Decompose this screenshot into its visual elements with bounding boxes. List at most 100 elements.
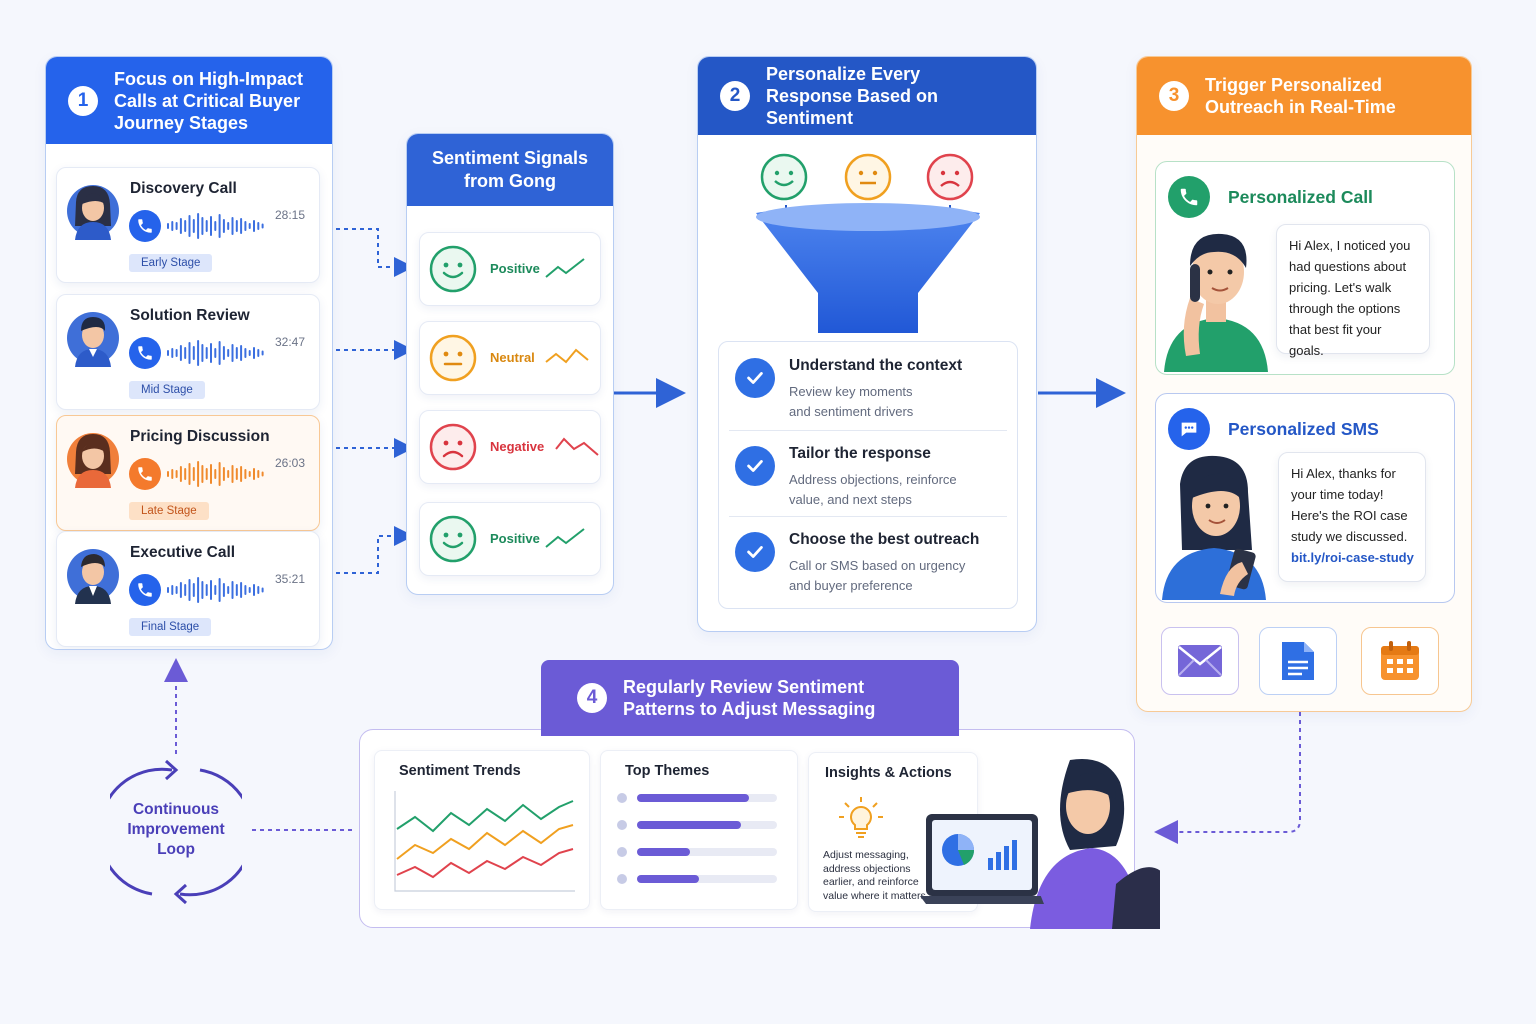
theme-bar [617,793,779,803]
connector-discovery [320,228,414,277]
call-duration: 28:15 [275,208,306,222]
call-title: Solution Review [130,307,250,324]
step-desc: Call or SMS based on urgency and buyer p… [789,558,966,593]
insights-title: Insights & Actions [825,765,952,781]
theme-bar [617,847,779,857]
step3-header: 3 Trigger Personalized Outreach in Real-… [1137,57,1471,135]
personalized-sms-card[interactable]: Personalized SMS Hi Alex, thanks for you… [1155,393,1455,603]
sentiment-trends-title: Sentiment Trends [399,763,521,779]
phone-icon[interactable] [129,574,161,606]
neutral-face-icon [429,334,477,382]
personalized-call-card[interactable]: Personalized Call Hi Alex, I noticed you… [1155,161,1455,375]
theme-bar-fill [637,794,749,802]
step4-number: 4 [577,683,607,713]
calendar-channel-button[interactable] [1361,627,1439,695]
step2-header: 2 Personalize Every Response Based on Se… [698,57,1036,135]
signals-header: Sentiment Signals from Gong [407,134,613,206]
call-duration: 26:03 [275,456,306,470]
signal-card-negative[interactable]: Negative [419,410,601,484]
theme-bar [617,874,779,884]
insights-text: Adjust messaging, address objections ear… [823,849,929,902]
step-tailor-response[interactable]: Tailor the response Address objections, … [719,430,1017,516]
document-channel-button[interactable] [1259,627,1337,695]
call-duration: 32:47 [275,335,306,349]
step3-panel: 3 Trigger Personalized Outreach in Real-… [1136,56,1472,712]
top-themes-card[interactable]: Top Themes [600,750,798,910]
theme-bar-fill [637,875,699,883]
audio-waveform-icon [167,577,264,603]
sentiment-trends-chart [394,791,575,892]
signal-card-neutral[interactable]: Neutral [419,321,601,395]
signal-label: Negative [490,439,545,454]
avatar-man-icon [67,549,119,604]
stage-badge: Late Stage [129,502,209,520]
signal-label: Positive [490,531,540,546]
call-card-title: Personalized Call [1228,187,1373,207]
theme-bullet-icon [617,847,627,857]
theme-bullet-icon [617,820,627,830]
phone-icon[interactable] [129,210,161,242]
step-desc: Review key moments and sentiment drivers [789,384,914,419]
calendar-icon [1381,641,1419,680]
audio-waveform-icon [167,461,264,487]
step4-header: 4 Regularly Review Sentiment Patterns to… [541,660,959,736]
signal-card-positive[interactable]: Positive [419,232,601,306]
email-channel-button[interactable] [1161,627,1239,695]
stage-badge: Final Stage [129,618,212,636]
check-circle-icon [735,532,775,572]
sms-message-bubble: Hi Alex, thanks for your time today! Her… [1278,452,1426,582]
step3-number: 3 [1159,81,1189,111]
man-on-phone-illustration [1164,233,1268,372]
call-duration: 35:21 [275,572,306,586]
audio-waveform-icon [167,213,264,239]
avatar-man-icon [67,312,119,367]
call-title: Pricing Discussion [130,428,270,445]
trend-up-icon [545,258,585,278]
response-steps-list: Understand the context Review key moment… [718,341,1018,609]
step-title: Tailor the response [789,445,931,462]
check-circle-icon [735,446,775,486]
chat-bubble-icon [1168,408,1210,450]
connector-executive [320,526,414,574]
theme-bar-fill [637,848,691,856]
sms-card-title: Personalized SMS [1228,419,1379,439]
avatar-woman-icon [67,433,119,488]
signals-title: Sentiment Signals from Gong [431,148,589,191]
sad-face-icon [429,423,477,471]
audio-waveform-icon [167,340,264,366]
phone-icon[interactable] [129,337,161,369]
step1-header: 1 Focus on High-Impact Calls at Critical… [46,57,332,144]
signal-label: Positive [490,261,540,276]
happy-face-icon [429,245,477,293]
avatar-woman-icon [67,185,119,240]
step2-title: Personalize Every Response Based on Sent… [766,64,939,128]
call-card-discovery[interactable]: Discovery Call 28:15 Early Stage [56,167,320,283]
call-title: Executive Call [130,544,236,561]
check-circle-icon [735,358,775,398]
call-card-pricing-discussion[interactable]: Pricing Discussion 26:03 Late Stage [56,415,320,531]
continuous-improvement-loop: Continuous Improvement Loop [97,758,255,906]
call-card-executive[interactable]: Executive Call 35:21 Final Stage [56,531,320,647]
step-choose-outreach[interactable]: Choose the best outreach Call or SMS bas… [719,516,1017,602]
sentiment-signals-panel: Sentiment Signals from Gong Positive Neu… [406,133,614,595]
sentiment-trends-card[interactable]: Sentiment Trends [374,750,590,910]
call-title: Discovery Call [130,180,237,197]
step4-panel: Sentiment Trends Top Themes Insights & A… [359,729,1160,929]
signal-card-positive[interactable]: Positive [419,502,601,576]
theme-bullet-icon [617,793,627,803]
happy-face-icon [429,515,477,563]
step2-panel: 2 Personalize Every Response Based on Se… [697,56,1037,632]
step4-title: Regularly Review Sentiment Patterns to A… [623,677,876,719]
step3-title: Trigger Personalized Outreach in Real-Ti… [1205,75,1396,117]
step1-panel: 1 Focus on High-Impact Calls at Critical… [45,56,333,650]
sms-link[interactable]: bit.ly/roi-case-study [1291,550,1414,565]
phone-icon[interactable] [129,458,161,490]
analyst-with-laptop-illustration [920,758,1160,929]
step-understand-context[interactable]: Understand the context Review key moment… [719,342,1017,428]
step-desc: Address objections, reinforce value, and… [789,472,957,507]
stage-badge: Early Stage [129,254,213,272]
trend-flat-icon [545,348,589,364]
call-script-bubble: Hi Alex, I noticed you had questions abo… [1276,224,1430,358]
loop-label: Continuous Improvement Loop [127,801,225,858]
call-card-solution-review[interactable]: Solution Review 32:47 Mid Stage [56,294,320,410]
